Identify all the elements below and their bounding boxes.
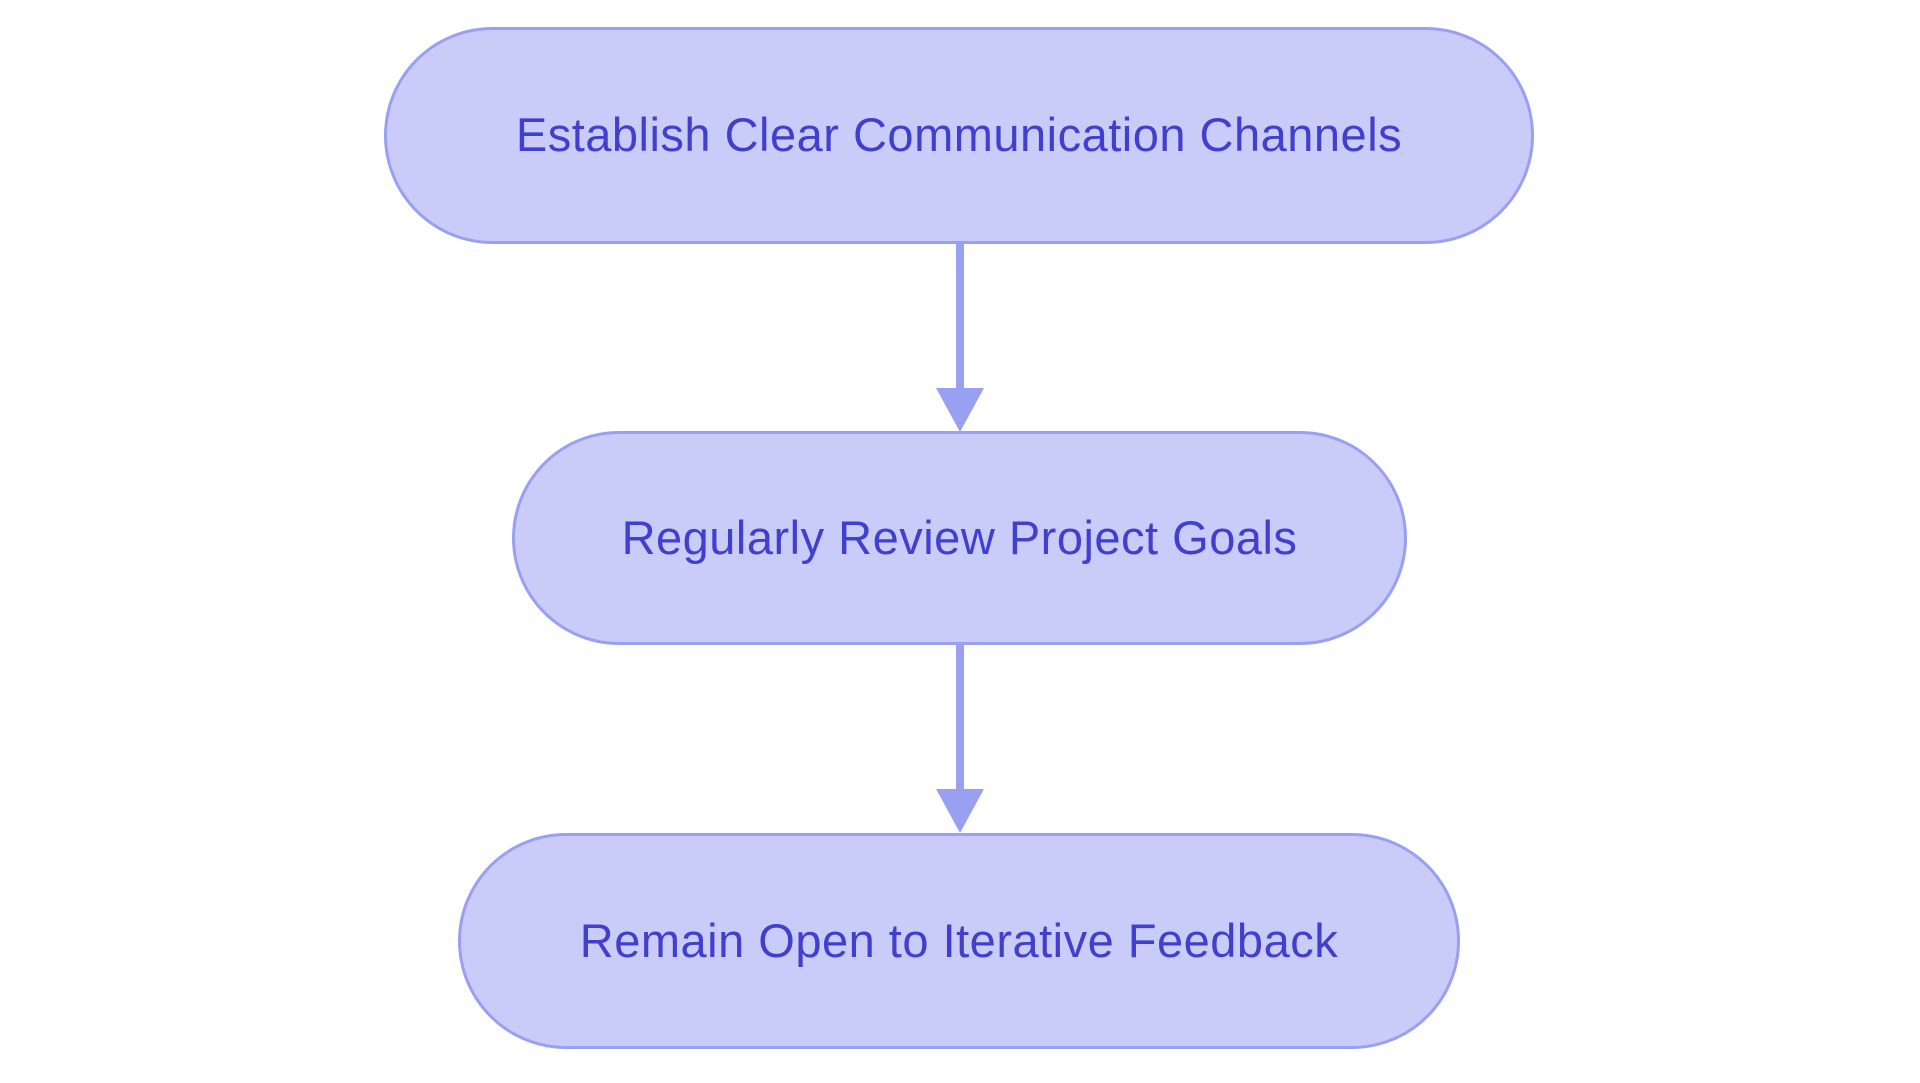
flow-node-step-2-label: Regularly Review Project Goals (621, 510, 1298, 564)
arrow-shaft (956, 645, 964, 791)
flow-node-step-3-label: Remain Open to Iterative Feedback (579, 913, 1339, 967)
arrow-down-icon (936, 789, 984, 833)
arrow-down-icon (936, 388, 984, 432)
flow-node-step-2: Regularly Review Project Goals (512, 431, 1407, 645)
flow-node-step-3: Remain Open to Iterative Feedback (458, 833, 1460, 1049)
arrow-shaft (956, 243, 964, 389)
flow-node-step-1: Establish Clear Communication Channels (384, 27, 1534, 244)
flow-node-step-1-label: Establish Clear Communication Channels (515, 108, 1403, 162)
